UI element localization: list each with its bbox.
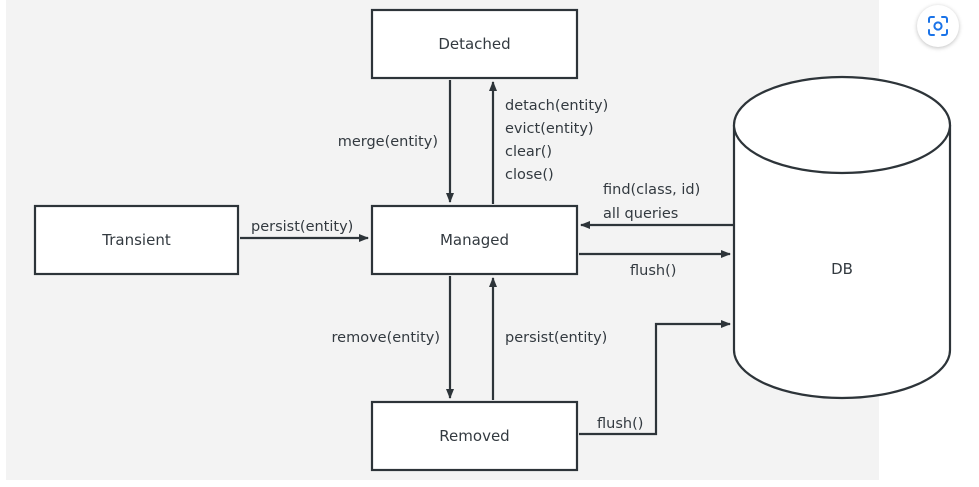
- detached-state: Detached: [370, 8, 579, 80]
- managed-label: Managed: [440, 231, 509, 249]
- removed-label: Removed: [439, 427, 509, 445]
- queries-op-label: all queries: [603, 206, 678, 222]
- remove-label: remove(entity): [332, 330, 440, 346]
- transient-state: Transient: [33, 204, 240, 276]
- detach-op-label: detach(entity): [505, 98, 608, 114]
- persist-removed-label: persist(entity): [505, 330, 607, 346]
- find-op-label: find(class, id): [603, 182, 700, 198]
- managed-state: Managed: [370, 204, 579, 276]
- persist-transient-label: persist(entity): [251, 219, 353, 235]
- removed-state: Removed: [370, 400, 579, 472]
- close-op-label: close(): [505, 167, 554, 183]
- flush-removed-label: flush(): [597, 416, 643, 432]
- merge-label: merge(entity): [338, 134, 438, 150]
- clear-op-label: clear(): [505, 144, 552, 160]
- db-cylinder: DB: [732, 75, 952, 400]
- db-label: DB: [831, 260, 853, 278]
- lens-search-button[interactable]: [917, 5, 959, 47]
- flush-removed-arrow: [579, 320, 731, 436]
- detached-label: Detached: [438, 35, 510, 53]
- evict-op-label: evict(entity): [505, 121, 594, 137]
- flush-managed-label: flush(): [630, 263, 676, 279]
- transient-label: Transient: [101, 231, 171, 249]
- google-lens-icon: [928, 16, 948, 36]
